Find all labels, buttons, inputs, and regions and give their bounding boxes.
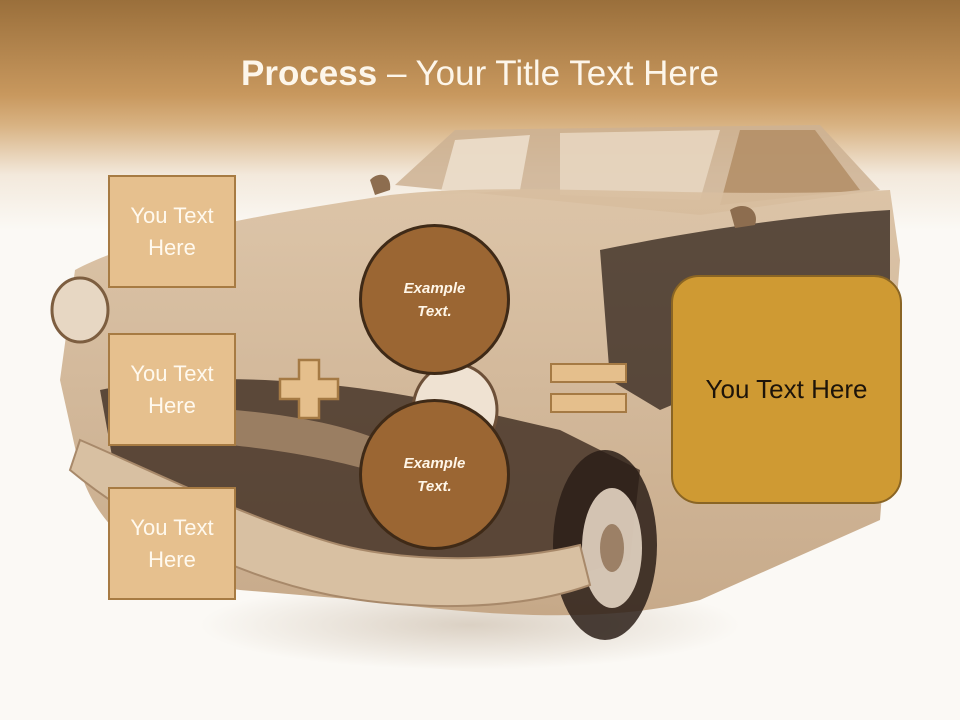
slide-title: Process – Your Title Text Here xyxy=(0,52,960,96)
equals-bar-bottom xyxy=(550,393,627,413)
result-box[interactable]: You Text Here xyxy=(671,275,902,504)
equals-bar-top xyxy=(550,363,627,383)
plus-icon xyxy=(278,358,340,420)
title-rest: – Your Title Text Here xyxy=(377,54,719,93)
title-bold: Process xyxy=(241,54,378,93)
